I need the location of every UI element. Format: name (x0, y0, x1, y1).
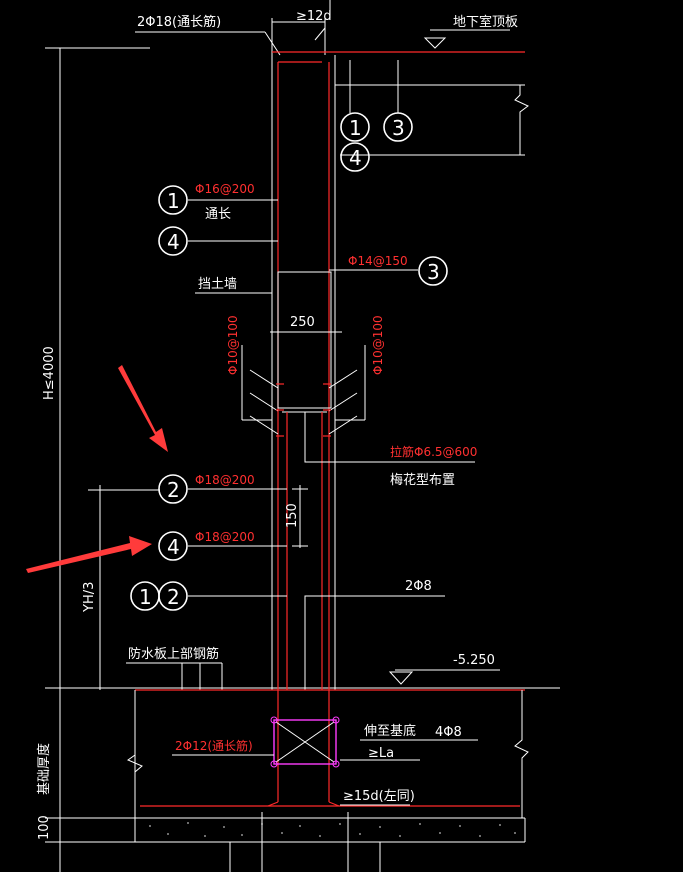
footing-bar-label: 2Φ12(通长筋) (175, 738, 253, 753)
marker-right-3: 3 (418, 256, 448, 286)
svg-text:4: 4 (167, 535, 180, 559)
arrow-right-icon (26, 536, 152, 573)
lower-vertical-bar-label-1: Φ18@200 (195, 473, 255, 487)
haunch-right-label: Φ10@100 (371, 315, 385, 375)
marker-left-4: 4 (158, 226, 188, 256)
top-bar-label: 2Φ18(通长筋) (137, 14, 221, 30)
height-label: H≤4000 (42, 346, 57, 400)
retaining-wall-label: 挡土墙 (198, 277, 237, 292)
base-hatch (149, 822, 516, 837)
marker-left-1: 1 (158, 185, 188, 215)
svg-text:1: 1 (167, 189, 180, 213)
annotation-arrows (26, 365, 168, 573)
third-height-label: YH/3 (82, 582, 97, 613)
marker-top-4: 4 (340, 142, 370, 172)
svg-text:3: 3 (427, 260, 440, 284)
arrow-down-right-icon (118, 365, 168, 452)
svg-text:3: 3 (392, 116, 405, 140)
rebar-callouts: Φ16@200 通长 Φ14@150 挡土墙 250 Φ10@100 (126, 182, 500, 690)
foundation: 2Φ12(通长筋) 伸至基底 4Φ8 ≥La ≥15d(左同) (126, 689, 529, 872)
continuous-note: 通长 (205, 207, 231, 222)
lower-spacing-label: 150 (285, 503, 300, 528)
haunch-right: Φ10@100 (323, 315, 385, 437)
svg-text:2: 2 (167, 585, 180, 609)
marker-lower-2b: 2 (158, 581, 188, 611)
svg-text:4: 4 (349, 146, 362, 170)
vertical-bar-right-label: Φ14@150 (348, 254, 408, 268)
anchor-length-label: ≥12d (296, 9, 332, 24)
extend-note: 伸至基底 (364, 723, 416, 739)
wall-width-label: 250 (290, 315, 315, 330)
svg-text:4: 4 (167, 230, 180, 254)
retaining-wall (271, 55, 336, 690)
left-dimensions: H≤4000 YH/3 基础厚度 100 (36, 47, 560, 872)
marker-top-3: 3 (383, 112, 413, 142)
top-area: 2Φ18(通长筋) ≥12d 地下室顶板 (135, 0, 529, 156)
marker-top-1: 1 (340, 112, 370, 142)
vertical-bar-left-label: Φ16@200 (195, 182, 255, 196)
haunch-left: Φ10@100 (226, 315, 284, 437)
base-thickness-label: 100 (37, 815, 52, 840)
marker-lower-2: 2 (158, 474, 188, 504)
two-bars-label: 2Φ8 (405, 579, 432, 594)
marker-lower-1: 1 (130, 581, 160, 611)
svg-text:1: 1 (349, 116, 362, 140)
elevation-label: -5.250 (453, 653, 495, 668)
haunch-left-label: Φ10@100 (226, 315, 240, 375)
tie-layout-label: 梅花型布置 (390, 472, 455, 488)
svg-text:1: 1 (139, 585, 152, 609)
hook-length-label: ≥15d(左同) (343, 789, 415, 804)
tie-bar-label: 拉筋Φ6.5@600 (390, 444, 477, 459)
callout-markers: 1 3 4 1 4 3 2 4 (130, 112, 448, 611)
slab-label: 地下室顶板 (453, 14, 518, 30)
la-label: ≥La (368, 746, 394, 761)
waterproof-note: 防水板上部钢筋 (128, 646, 219, 662)
foundation-thickness-label: 基础厚度 (36, 743, 52, 795)
svg-text:2: 2 (167, 478, 180, 502)
marker-lower-4: 4 (158, 531, 188, 561)
lower-vertical-bar-label-2: Φ18@200 (195, 530, 255, 544)
four-bars-label: 4Φ8 (435, 725, 462, 740)
